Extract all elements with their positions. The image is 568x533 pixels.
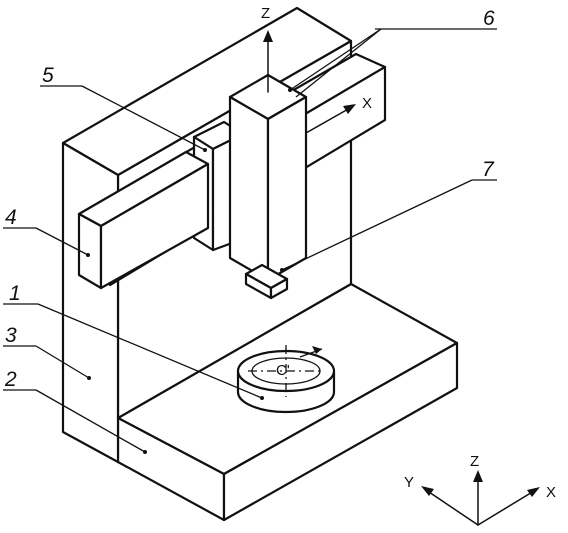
label-3: 3 [5, 324, 17, 347]
leader-3: 3 [3, 324, 91, 380]
rotary-table [236, 345, 336, 414]
leader-7: 7 [280, 158, 497, 272]
leader-2: 2 [3, 368, 147, 454]
z-axis-arrow: Z [261, 5, 273, 93]
label-7: 7 [482, 158, 495, 181]
leader-1: 1 [3, 282, 264, 400]
ram [228, 73, 308, 282]
triad-x-label: X [546, 484, 556, 501]
leader-5: 5 [40, 64, 207, 152]
triad-z-label: Z [470, 453, 479, 470]
z-axis-label: Z [261, 5, 270, 22]
label-6: 6 [483, 7, 495, 30]
triad-y-label: Y [404, 474, 414, 491]
x-axis-arrow: X [305, 95, 372, 134]
c-axis-label: C' [276, 362, 290, 379]
leader-6: 6 [288, 7, 497, 98]
label-5: 5 [42, 64, 54, 87]
label-4: 4 [5, 206, 17, 229]
label-1: 1 [9, 282, 21, 305]
leader-4: 4 [3, 206, 90, 257]
coordinate-triad: Z Y X [404, 453, 556, 526]
slider [77, 150, 210, 290]
label-2: 2 [4, 368, 17, 391]
spindle-head [244, 263, 289, 300]
x-axis-label: X [362, 95, 372, 112]
